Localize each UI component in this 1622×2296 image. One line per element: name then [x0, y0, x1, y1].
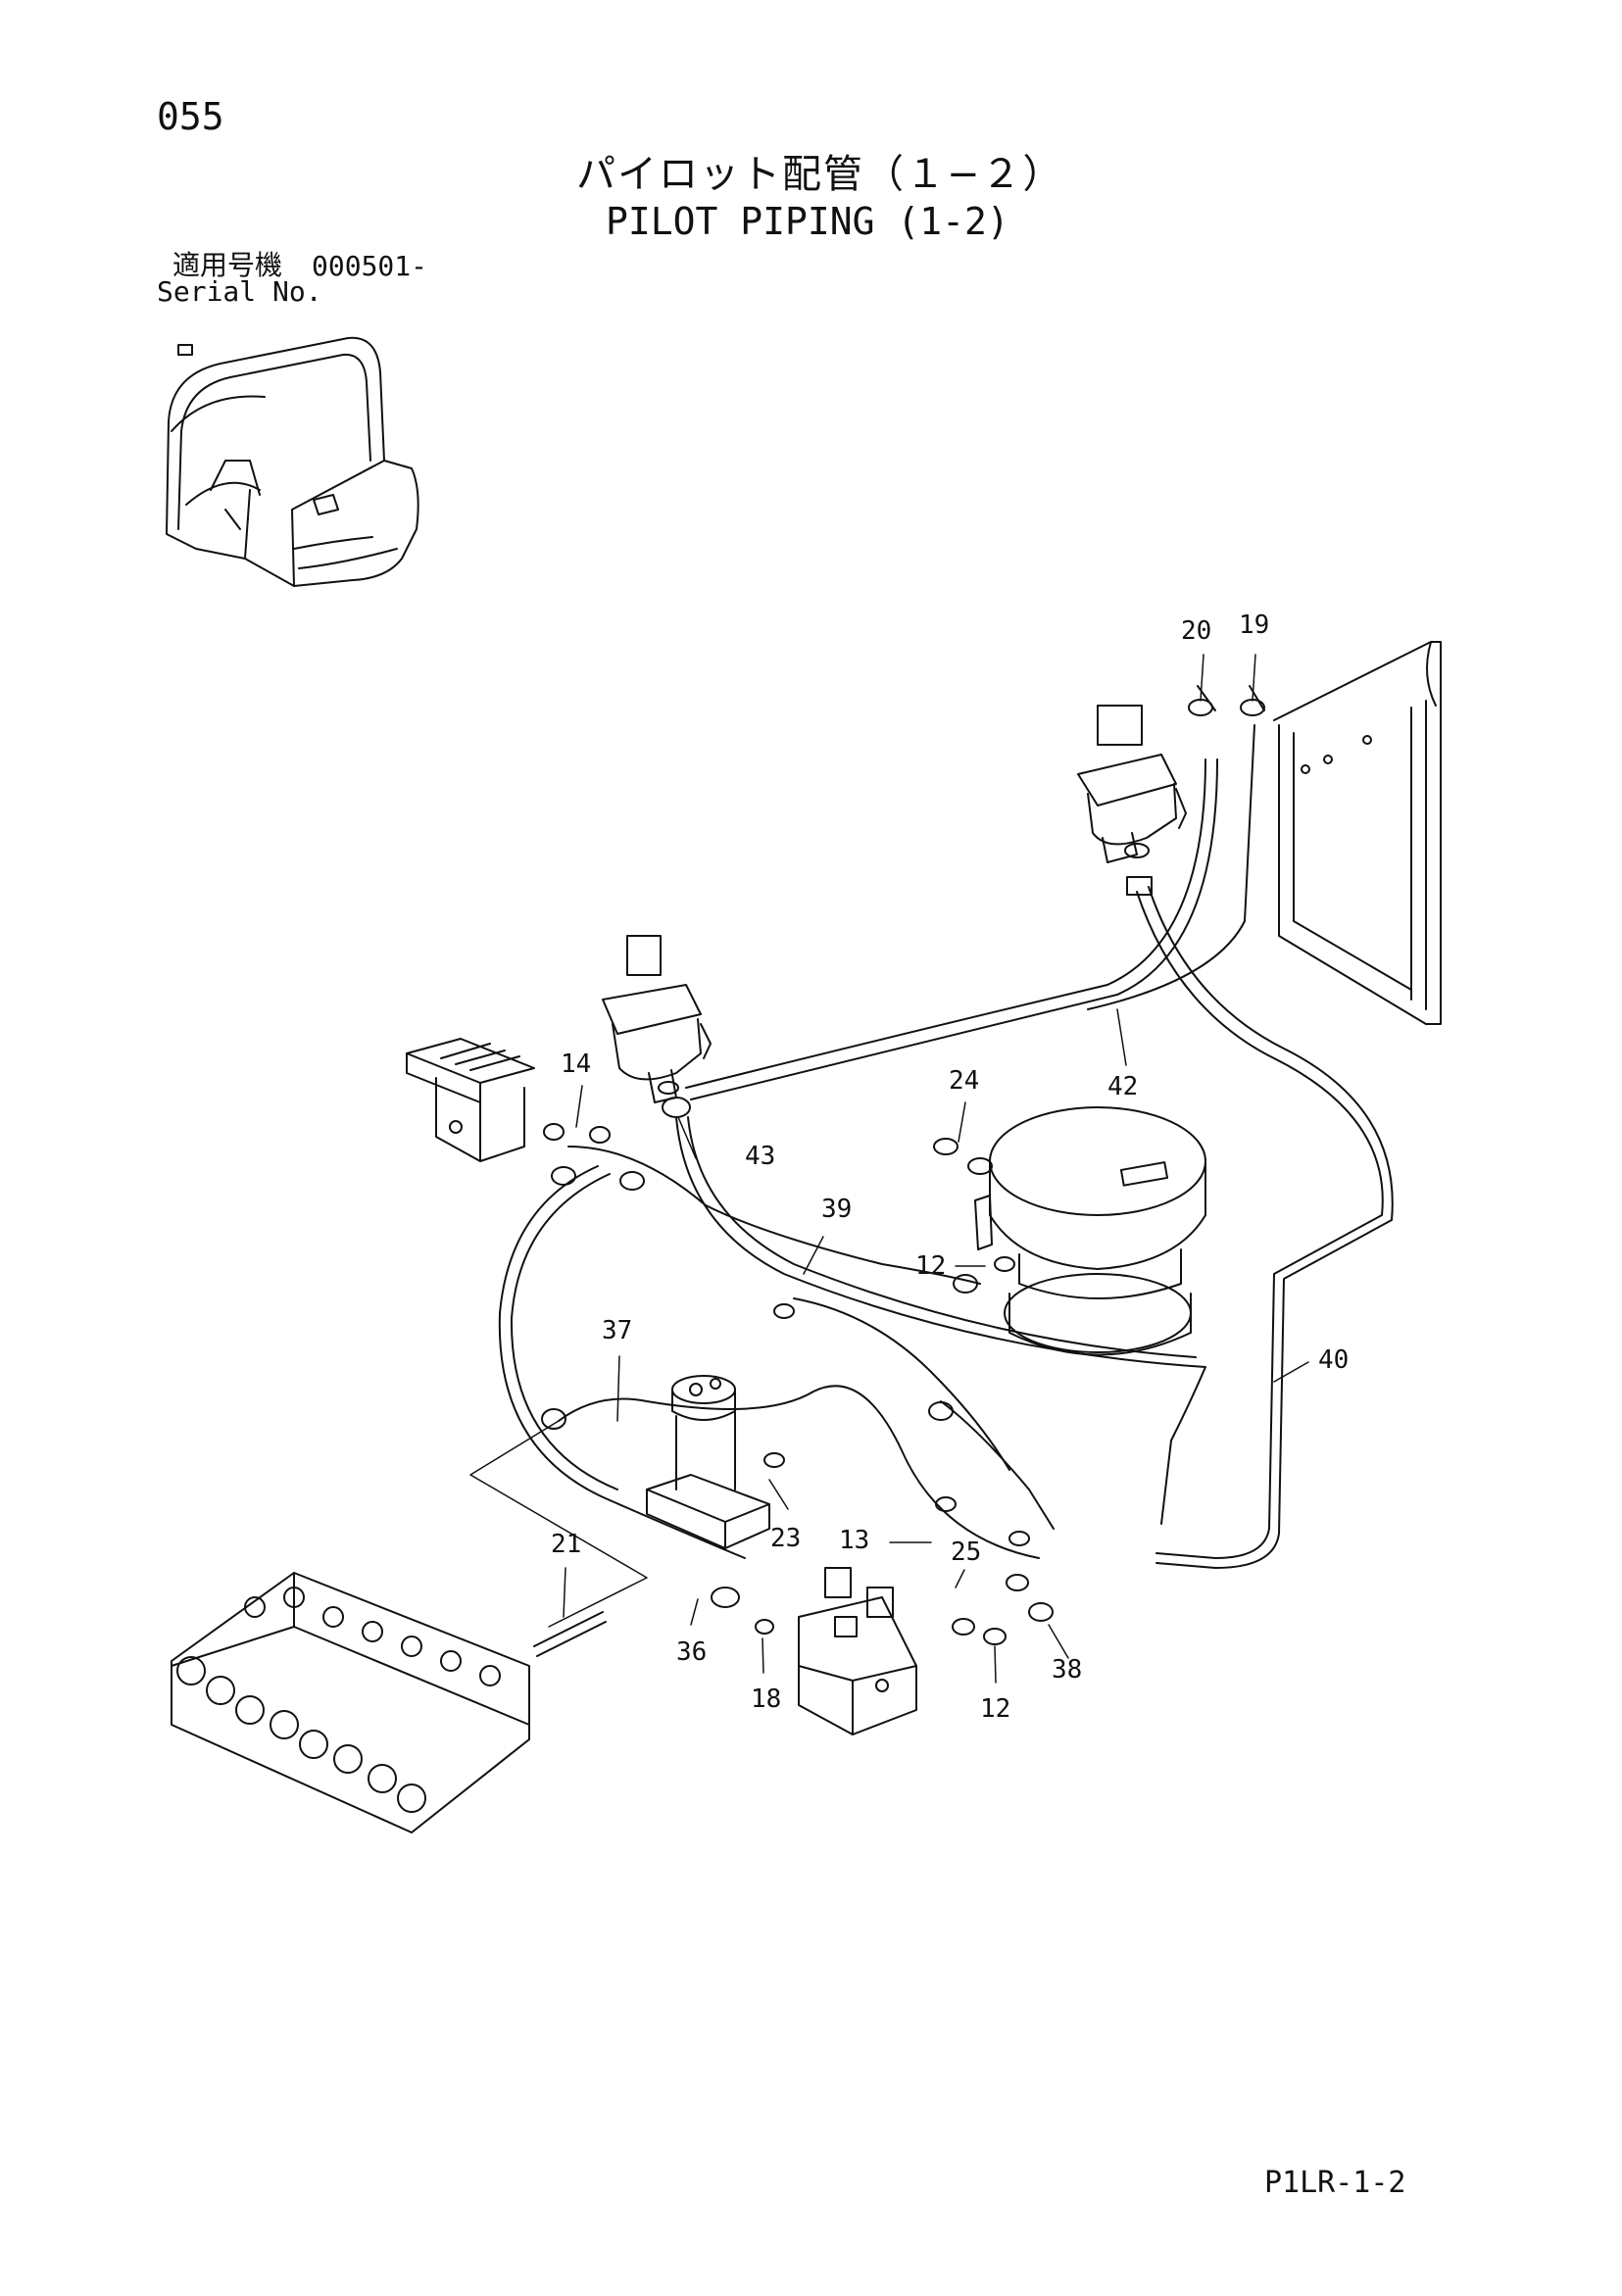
control-valve: [171, 1572, 530, 1833]
swivel-valve: [646, 1375, 770, 1549]
callout-label: 25: [951, 1538, 981, 1567]
callout-label: 12: [980, 1694, 1010, 1724]
callout-label: 24: [949, 1066, 979, 1096]
callout-label: 14: [561, 1050, 591, 1079]
callout-label: 23: [770, 1524, 801, 1553]
callout-label: 42: [1107, 1072, 1138, 1101]
callout-label: 21: [551, 1530, 581, 1559]
callout-label: 40: [1318, 1345, 1349, 1375]
left-pilot-valve: [602, 935, 712, 1103]
page-code: P1LR-1-2: [1264, 2166, 1406, 2200]
serial-label-japanese: 適用号機: [172, 249, 283, 281]
travel-pilot-block: [406, 1038, 535, 1162]
page-title-japanese: パイロット配管（１−２）: [576, 152, 1064, 197]
reference-lines: [469, 1420, 648, 1628]
callout-label: 19: [1239, 611, 1269, 640]
callout-label: 43: [745, 1142, 775, 1171]
callout-label: 36: [676, 1637, 707, 1667]
page-number: 055: [157, 95, 224, 138]
hoses: [498, 724, 1394, 1569]
serial-label-english: Serial No.: [157, 275, 322, 308]
swing-motor: [974, 1106, 1206, 1356]
callout-label: 37: [602, 1316, 632, 1345]
page-title-english: PILOT PIPING (1-2): [606, 200, 1009, 243]
callout-label: 38: [1052, 1655, 1082, 1685]
leader-lines: [563, 654, 1309, 1684]
callout-label: 20: [1181, 616, 1211, 646]
frame-panel: [1273, 641, 1442, 1025]
callout-label: 18: [751, 1685, 781, 1714]
callouts: 20 19 14 24 42 43 39 12 37 40 21 23 13 2…: [551, 611, 1349, 1724]
callout-label: 39: [821, 1195, 852, 1224]
callout-label: 12: [915, 1251, 946, 1281]
solenoid-block: [798, 1567, 917, 1735]
fittings: [533, 685, 1265, 1657]
excavator-thumbnail-icon: [166, 336, 419, 587]
serial-number: 000501-: [312, 250, 428, 282]
callout-label: 13: [839, 1526, 869, 1555]
right-pilot-valve: [1077, 705, 1187, 863]
